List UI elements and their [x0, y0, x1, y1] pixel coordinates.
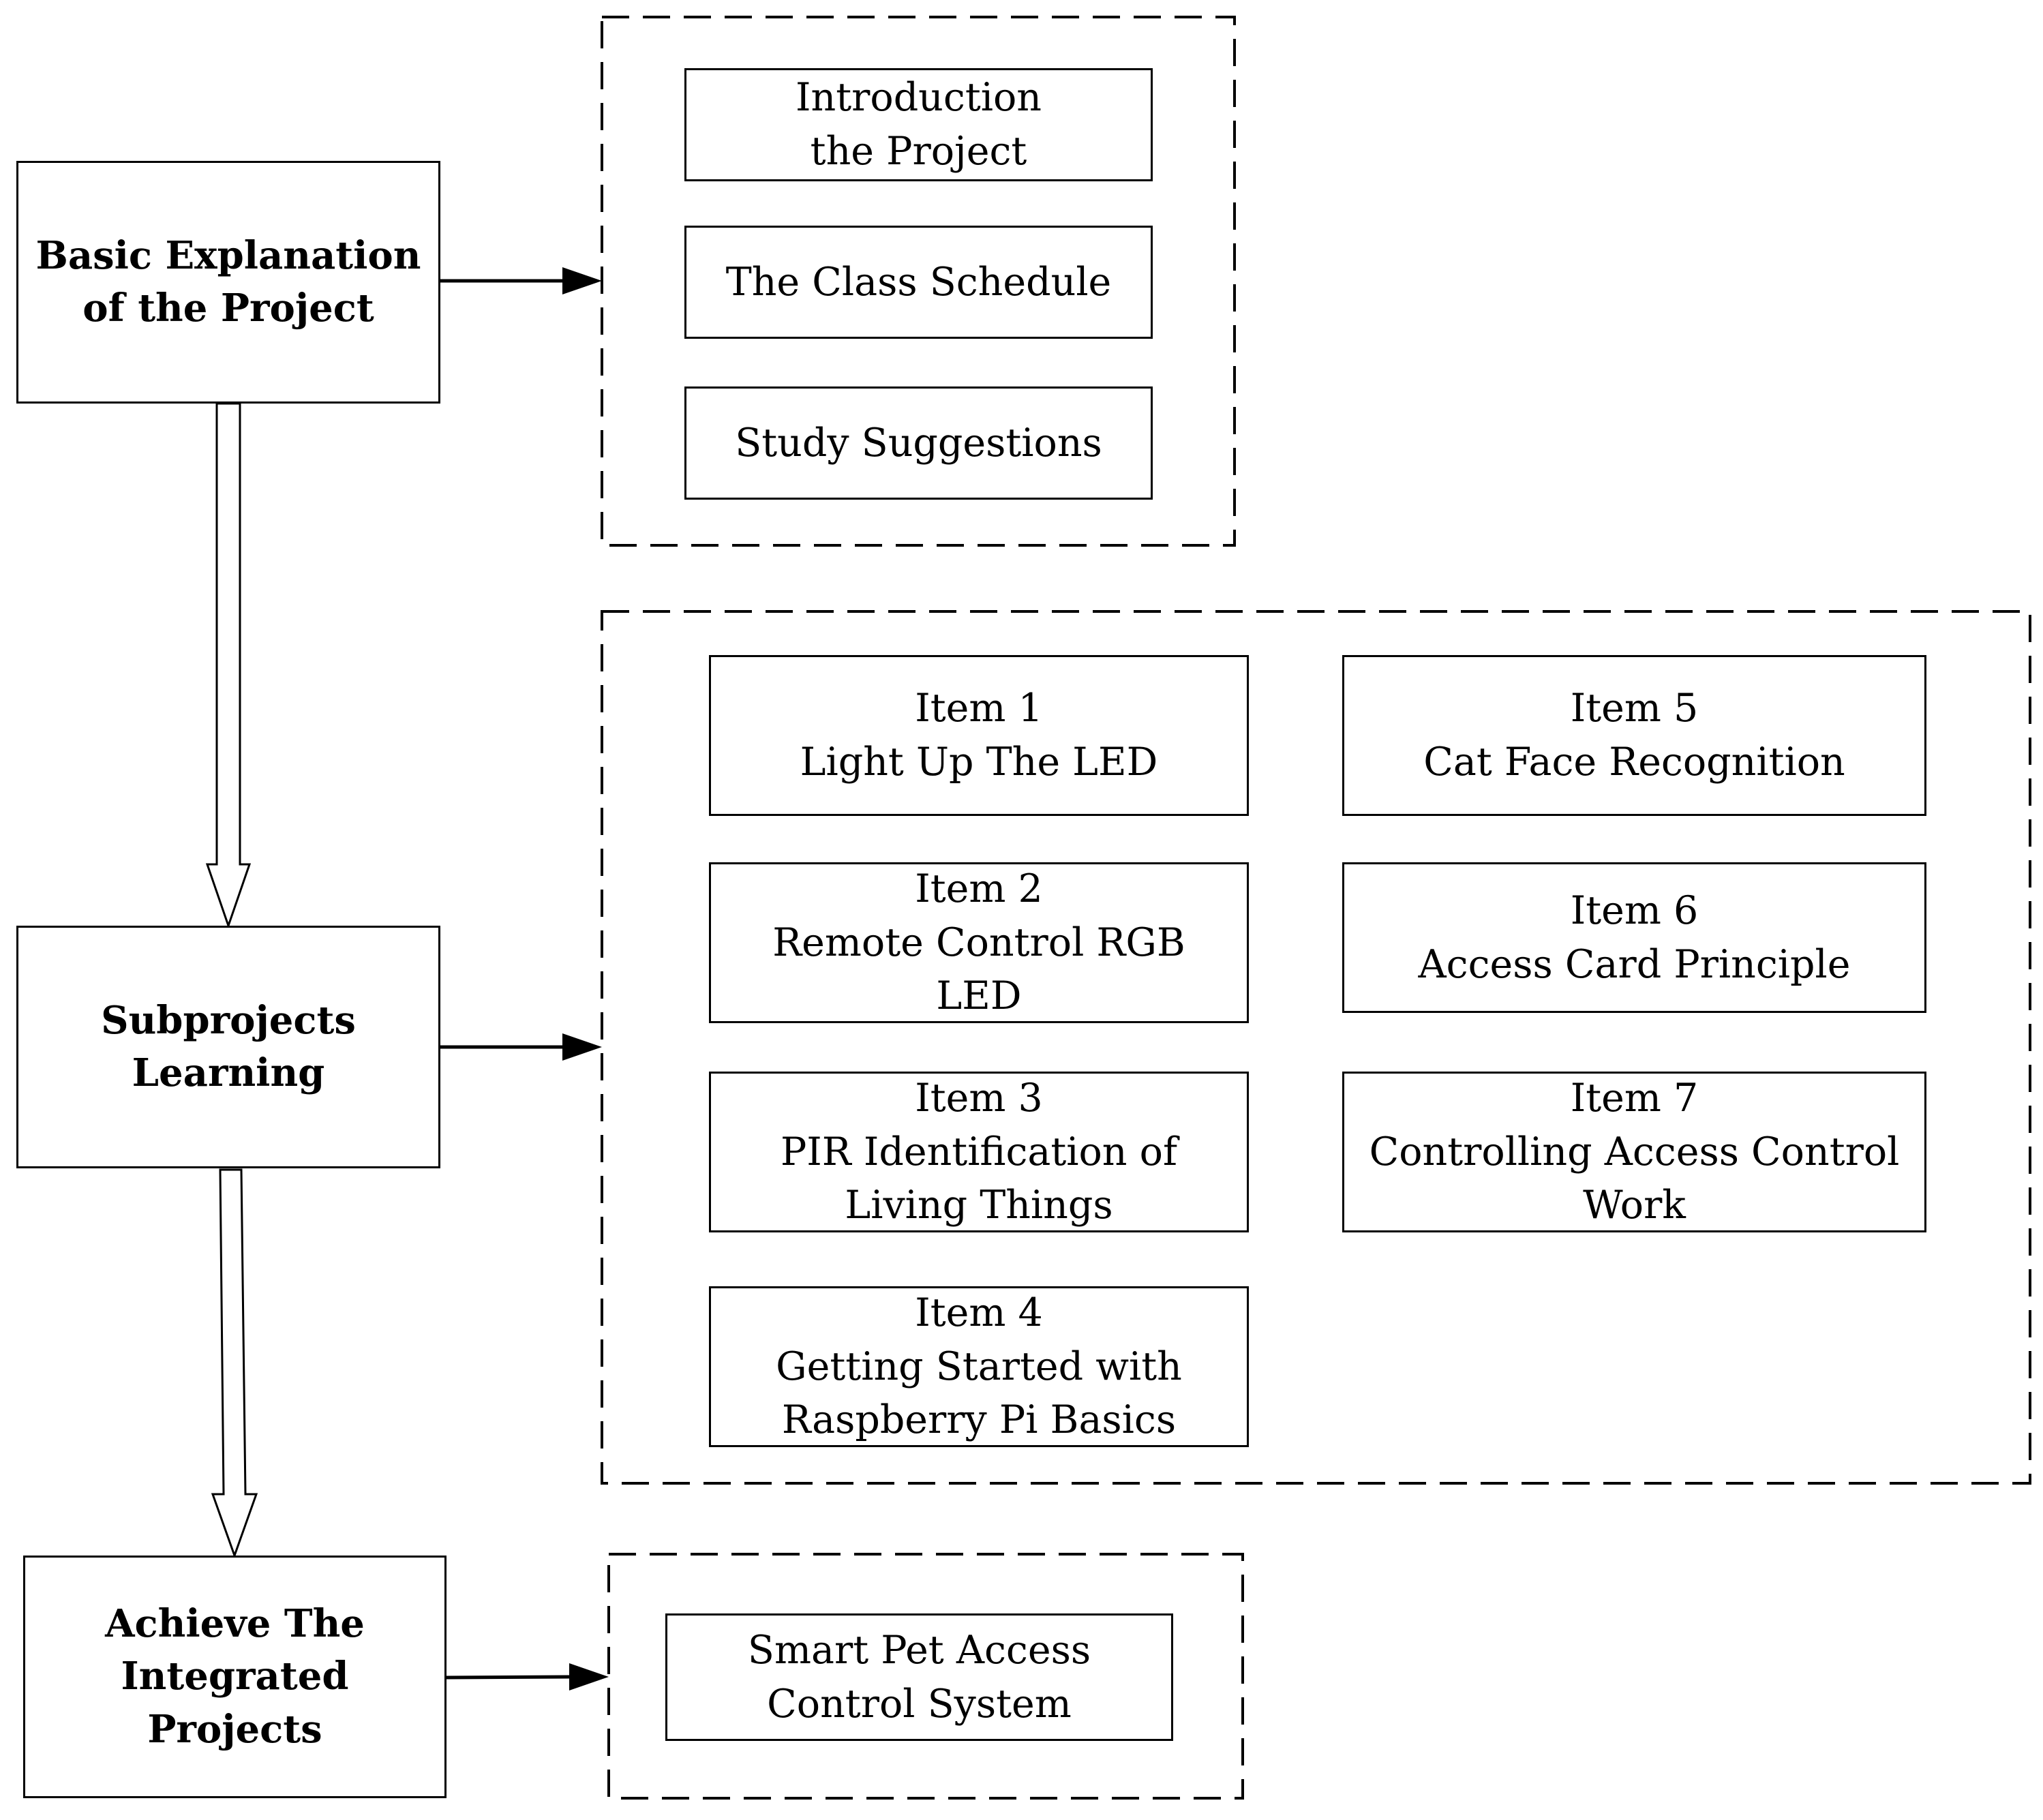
box-class-schedule: The Class Schedule: [684, 226, 1153, 339]
box-introduction-label: Introduction the Project: [796, 75, 1042, 174]
group-subprojects-container: [601, 610, 2031, 1485]
box-item-1: Item 1 Light Up The LED: [709, 655, 1249, 816]
box-item-4: Item 4 Getting Started with Raspberry Pi…: [709, 1286, 1249, 1447]
box-item-3-label: Item 3 PIR Identification of Living Thin…: [780, 1076, 1178, 1228]
stage-achieve-integrated: Achieve The Integrated Projects: [23, 1556, 447, 1798]
hollow-arrow-sub-to-achieve: [211, 1168, 258, 1559]
arrow-achieve-to-group: [446, 1675, 570, 1680]
stage-achieve-integrated-label: Achieve The Integrated Projects: [105, 1601, 365, 1752]
box-introduction: Introduction the Project: [684, 68, 1153, 181]
box-item-5-label: Item 5 Cat Face Recognition: [1423, 686, 1845, 785]
stage-basic-explanation-label: Basic Explanation of the Project: [35, 232, 421, 331]
box-smart-pet-access-label: Smart Pet Access Control System: [747, 1627, 1091, 1727]
box-class-schedule-label: The Class Schedule: [725, 259, 1112, 305]
box-smart-pet-access: Smart Pet Access Control System: [665, 1613, 1173, 1741]
group-basic-container: [601, 16, 1236, 547]
arrowhead-achieve: [569, 1663, 609, 1690]
hollow-arrow-basic-to-sub: [205, 402, 252, 929]
arrowhead-basic: [562, 267, 602, 294]
stage-basic-explanation: Basic Explanation of the Project: [16, 161, 440, 404]
box-item-7: Item 7 Controlling Access Control Work: [1342, 1072, 1926, 1232]
box-item-6-label: Item 6 Access Card Principle: [1418, 888, 1851, 987]
stage-subprojects-learning-label: Subprojects Learning: [101, 997, 356, 1095]
box-item-7-label: Item 7 Controlling Access Control Work: [1369, 1076, 1900, 1228]
box-item-4-label: Item 4 Getting Started with Raspberry Pi…: [776, 1290, 1182, 1443]
box-item-6: Item 6 Access Card Principle: [1342, 862, 1926, 1013]
box-item-2-label: Item 2 Remote Control RGB LED: [772, 866, 1185, 1019]
box-study-suggestions-label: Study Suggestions: [735, 420, 1102, 466]
group-achieve-container: [607, 1553, 1244, 1800]
stage-subprojects-learning: Subprojects Learning: [16, 926, 440, 1168]
box-item-2: Item 2 Remote Control RGB LED: [709, 862, 1249, 1023]
box-study-suggestions: Study Suggestions: [684, 386, 1153, 500]
arrowhead-sub: [562, 1033, 602, 1061]
box-item-5: Item 5 Cat Face Recognition: [1342, 655, 1926, 816]
box-item-3: Item 3 PIR Identification of Living Thin…: [709, 1072, 1249, 1232]
box-item-1-label: Item 1 Light Up The LED: [800, 686, 1158, 785]
